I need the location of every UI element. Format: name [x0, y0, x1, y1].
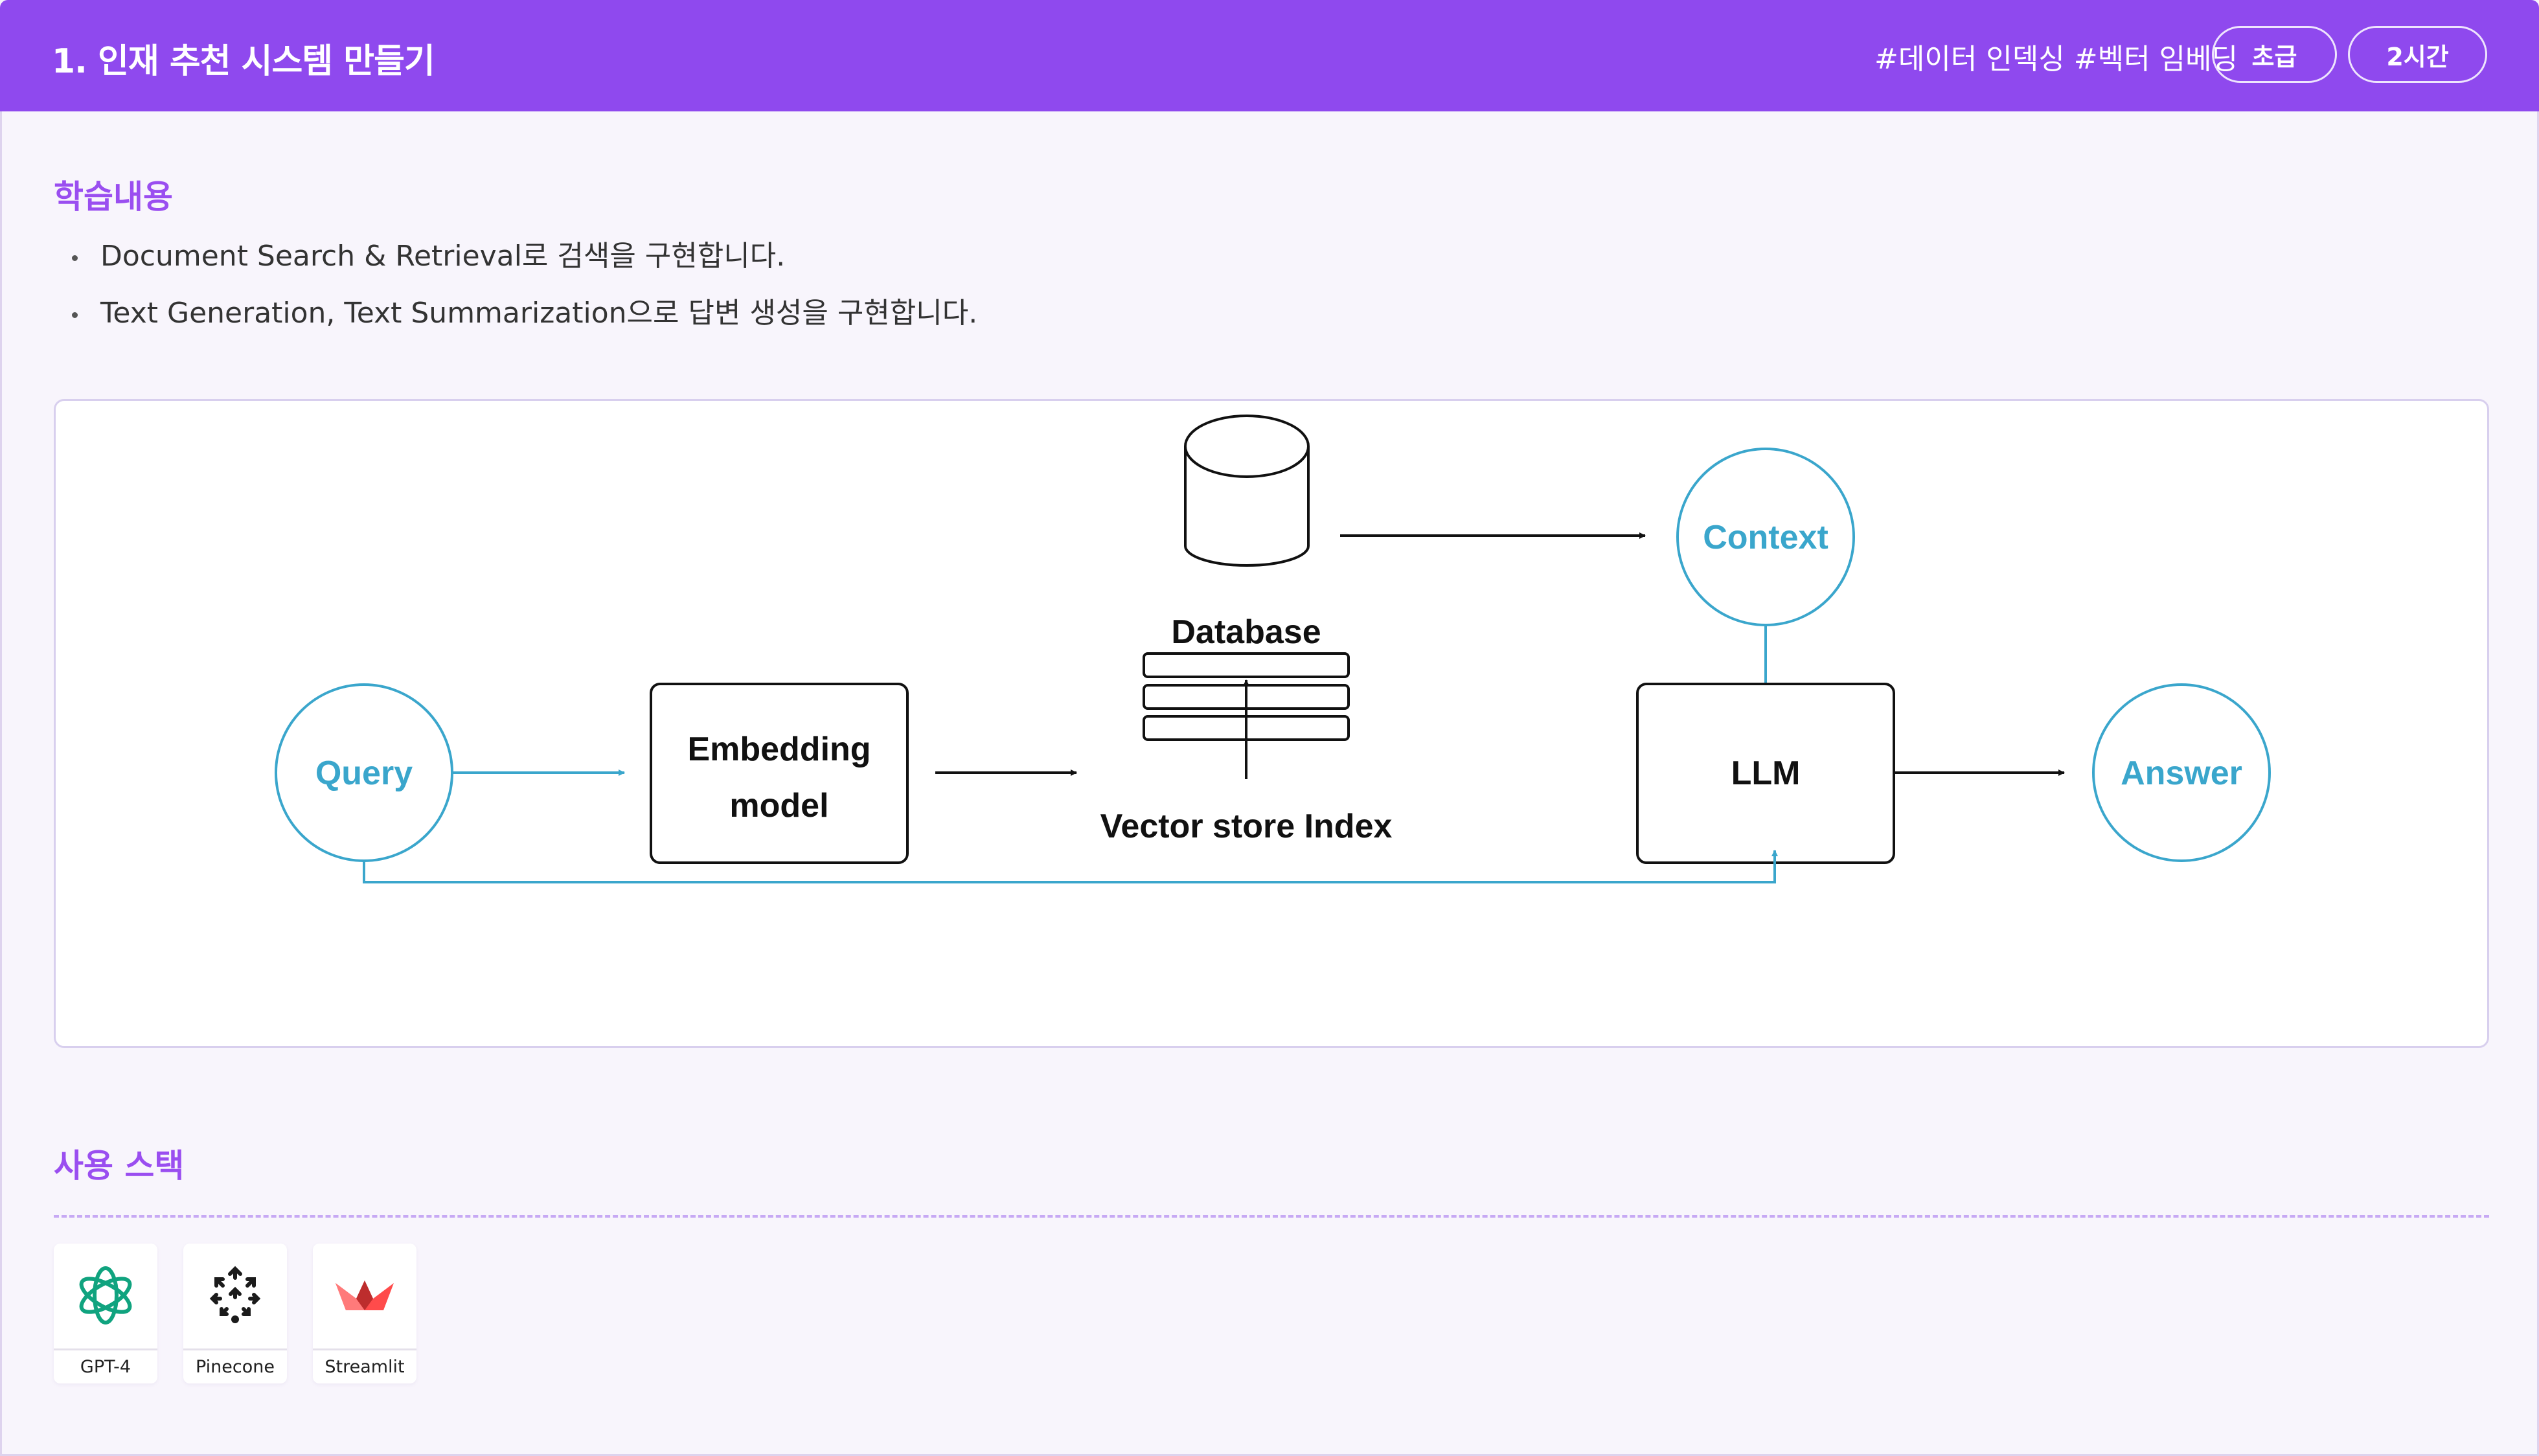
stack-item-streamlit: Streamlit	[313, 1244, 416, 1383]
embedding-model-node: Embedding model	[650, 683, 909, 864]
learning-bullet-list: Document Search & Retrieval로 검색을 구현합니다. …	[67, 240, 977, 354]
learning-bullet: Document Search & Retrieval로 검색을 구현합니다.	[67, 240, 977, 297]
database-label: Database	[1171, 613, 1321, 651]
rag-architecture-diagram: Query Embedding model Vec	[54, 399, 2489, 1048]
answer-label: Answer	[2121, 755, 2242, 792]
context-node: Context	[1676, 448, 1855, 626]
stack-label: Streamlit	[324, 1357, 405, 1377]
query-label: Query	[315, 755, 413, 792]
vector-store-label: Vector store Index	[1100, 808, 1393, 845]
database-icon	[1184, 415, 1310, 567]
openai-logo-icon	[54, 1244, 157, 1347]
hashtag-list: #데이터 인덱싱 #벡터 임베딩	[1874, 43, 2238, 76]
stack-label: GPT-4	[80, 1357, 131, 1377]
diagram-canvas: Query Embedding model Vec	[275, 415, 2271, 883]
query-node: Query	[275, 683, 453, 862]
llm-label: LLM	[1731, 755, 1801, 792]
answer-node: Answer	[2092, 683, 2271, 862]
learning-section-title: 학습내용	[54, 178, 173, 216]
level-badge: 초급	[2212, 26, 2337, 83]
stack-item-gpt4: GPT-4	[54, 1244, 157, 1383]
embedding-label-line1: Embedding	[687, 731, 871, 768]
embedding-label-line2: model	[729, 787, 828, 825]
stack-label: Pinecone	[195, 1357, 275, 1377]
context-label: Context	[1703, 519, 1828, 556]
course-header: 1. 인재 추천 시스템 만들기 #데이터 인덱싱 #벡터 임베딩 초급 2시간	[0, 0, 2539, 111]
query-to-llm-path	[363, 850, 1778, 883]
dashed-divider	[54, 1215, 2489, 1218]
stack-section-title: 사용 스택	[54, 1147, 185, 1185]
stack-item-pinecone: Pinecone	[183, 1244, 287, 1383]
pinecone-logo-icon	[183, 1244, 287, 1347]
llm-node: LLM	[1636, 683, 1895, 864]
duration-badge: 2시간	[2348, 26, 2487, 83]
course-title: 1. 인재 추천 시스템 만들기	[52, 42, 435, 81]
learning-bullet: Text Generation, Text Summarization으로 답변…	[67, 297, 977, 354]
streamlit-logo-icon	[313, 1244, 416, 1347]
course-body: 학습내용 Document Search & Retrieval로 검색을 구현…	[0, 111, 2539, 1456]
